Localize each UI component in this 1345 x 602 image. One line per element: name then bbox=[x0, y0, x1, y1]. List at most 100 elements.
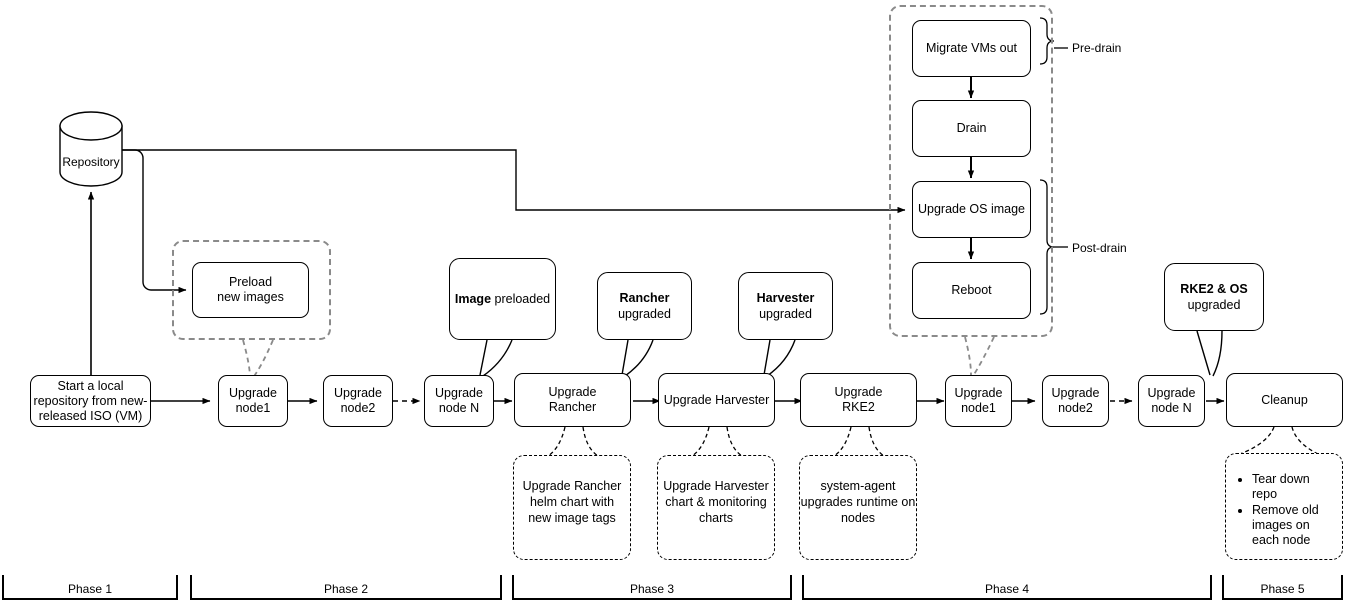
note-rancher-line-3: new image tags bbox=[528, 511, 616, 525]
start-line-2: repository from new- bbox=[33, 393, 148, 408]
repository-label: Repository bbox=[62, 155, 120, 169]
upgrade-node2-p2-line-1: Upgrade bbox=[334, 386, 382, 400]
upgrade-rke2-line-2: RKE2 bbox=[842, 400, 875, 414]
upgrade-os-image-box[interactable]: Upgrade OS image bbox=[912, 181, 1031, 238]
callout-harvester-rest: upgraded bbox=[759, 307, 812, 321]
note-harvester-line-2: chart & monitoring bbox=[665, 495, 767, 509]
phase-bar-5: Phase 5 bbox=[1222, 575, 1343, 600]
drain-box[interactable]: Drain bbox=[912, 100, 1031, 157]
reboot-box[interactable]: Reboot bbox=[912, 262, 1031, 319]
phase-bar-4: Phase 4 bbox=[802, 575, 1212, 600]
preload-new-images-box[interactable]: Preload new images bbox=[192, 262, 309, 318]
phase-bar-1-bracket bbox=[2, 575, 178, 600]
upgrade-nodeN-p2-line-1: Upgrade bbox=[435, 386, 483, 400]
upgrade-harvester-label: Upgrade Harvester bbox=[663, 392, 770, 407]
post-drain-label: Post-drain bbox=[1072, 241, 1127, 255]
upgrade-node1-p2-line-2: node1 bbox=[235, 401, 271, 415]
callout-image-preloaded-rest: preloaded bbox=[491, 292, 551, 306]
repository-cylinder bbox=[59, 111, 123, 187]
tail-node-upgrade-group bbox=[964, 336, 995, 377]
drain-label: Drain bbox=[956, 121, 987, 135]
phase-bar-1: Phase 1 bbox=[2, 575, 178, 600]
callout-image-preloaded-bold: Image bbox=[454, 292, 492, 306]
phase-bar-4-bracket bbox=[802, 575, 1212, 600]
upgrade-node2-p4-line-1: Upgrade bbox=[1051, 386, 1100, 400]
upgrade-rke2-box[interactable]: Upgrade RKE2 bbox=[800, 373, 917, 427]
upgrade-node2-p4-box[interactable]: Upgrade node2 bbox=[1042, 375, 1109, 427]
upgrade-nodeN-p4-line-2: node N bbox=[1151, 401, 1192, 415]
note-rke2-line-3: nodes bbox=[840, 511, 876, 525]
cleanup-bullet-1: Tear down repo bbox=[1252, 472, 1336, 502]
note-harvester-line-1: Upgrade Harvester bbox=[663, 479, 769, 493]
upgrade-node1-p2-line-1: Upgrade bbox=[229, 386, 277, 400]
cleanup-label: Cleanup bbox=[1261, 392, 1308, 407]
upgrade-rancher-line-1: Upgrade bbox=[548, 385, 597, 399]
preload-group-container bbox=[172, 240, 331, 340]
phase-2-label: Phase 2 bbox=[323, 581, 369, 596]
tail-preload-group bbox=[242, 339, 274, 380]
upgrade-harvester-box[interactable]: Upgrade Harvester bbox=[658, 373, 775, 427]
tail-rke2-os-upgraded bbox=[1196, 330, 1223, 377]
phase-5-label: Phase 5 bbox=[1260, 581, 1305, 596]
cleanup-bullet-list: Tear down repo Remove old images on each… bbox=[1226, 472, 1342, 548]
callout-harvester-upgraded: Harvester upgraded bbox=[738, 272, 833, 340]
callout-harvester-bold: Harvester bbox=[756, 291, 815, 305]
note-harvester: Upgrade Harvester chart & monitoring cha… bbox=[657, 455, 775, 560]
pre-drain-label: Pre-drain bbox=[1072, 41, 1122, 55]
note-cleanup: Tear down repo Remove old images on each… bbox=[1225, 453, 1343, 560]
tail-image-preloaded bbox=[479, 339, 513, 377]
upgrade-node2-p2-line-2: node2 bbox=[340, 401, 376, 415]
note-rke2-line-1: system-agent bbox=[820, 479, 896, 493]
phase-bar-5-bracket bbox=[1222, 575, 1343, 600]
upgrade-nodeN-p4-box[interactable]: Upgrade node N bbox=[1138, 375, 1205, 427]
tail-note-rancher bbox=[547, 426, 599, 457]
note-rancher-line-1: Upgrade Rancher bbox=[522, 479, 622, 493]
upgrade-node2-p4-line-2: node2 bbox=[1058, 401, 1093, 415]
phase-bar-2: Phase 2 bbox=[190, 575, 502, 600]
migrate-vms-out-box[interactable]: Migrate VMs out bbox=[912, 20, 1031, 77]
upgrade-node1-p4-line-1: Upgrade bbox=[954, 386, 1003, 400]
edge-repository-to-upgrade-os-image bbox=[122, 149, 906, 214]
note-rke2-line-2: upgrades runtime on bbox=[800, 495, 916, 509]
callout-rke2-os-upgraded: RKE2 & OS upgraded bbox=[1164, 263, 1264, 331]
note-rancher-line-2: helm chart with bbox=[529, 495, 615, 509]
pre-drain-brace bbox=[1039, 17, 1055, 65]
migrate-vms-out-label: Migrate VMs out bbox=[925, 41, 1017, 55]
phase-bar-3-bracket bbox=[512, 575, 792, 600]
node-upgrade-group-container bbox=[889, 5, 1053, 337]
upgrade-nodeN-p2-box[interactable]: Upgrade node N bbox=[424, 375, 494, 427]
upgrade-nodeN-p4-line-1: Upgrade bbox=[1147, 386, 1196, 400]
start-local-repo-box[interactable]: Start a local repository from new- relea… bbox=[30, 375, 151, 427]
upgrade-node1-p4-box[interactable]: Upgrade node1 bbox=[945, 375, 1012, 427]
reboot-label: Reboot bbox=[951, 283, 992, 297]
tail-note-harvester bbox=[691, 426, 743, 457]
upgrade-rancher-line-2: Rancher bbox=[548, 400, 597, 414]
tail-note-rke2 bbox=[833, 426, 885, 457]
note-harvester-line-3: charts bbox=[698, 511, 734, 525]
note-rancher: Upgrade Rancher helm chart with new imag… bbox=[513, 455, 631, 560]
tail-harvester-upgraded bbox=[763, 339, 796, 377]
phase-1-label: Phase 1 bbox=[67, 581, 113, 596]
note-rke2: system-agent upgrades runtime on nodes bbox=[799, 455, 917, 560]
tail-note-cleanup bbox=[1239, 426, 1319, 455]
phase-bar-2-bracket bbox=[190, 575, 502, 600]
upgrade-rancher-box[interactable]: Upgrade Rancher bbox=[514, 373, 631, 427]
cleanup-box[interactable]: Cleanup bbox=[1226, 373, 1343, 427]
upgrade-nodeN-p2-line-2: node N bbox=[438, 401, 480, 415]
cleanup-bullet-2: Remove old images on each node bbox=[1252, 503, 1336, 548]
preload-line-1: Preload bbox=[228, 275, 273, 289]
upgrade-rke2-line-1: Upgrade bbox=[834, 385, 883, 399]
phase-bar-3: Phase 3 bbox=[512, 575, 792, 600]
start-line-3: released ISO (VM) bbox=[38, 408, 143, 423]
upgrade-node1-p2-box[interactable]: Upgrade node1 bbox=[218, 375, 288, 427]
phase-3-label: Phase 3 bbox=[629, 581, 675, 596]
callout-rancher-bold: Rancher bbox=[619, 291, 670, 305]
upgrade-node1-p4-line-2: node1 bbox=[961, 401, 996, 415]
start-line-1: Start a local bbox=[57, 378, 124, 393]
phase-4-label: Phase 4 bbox=[984, 581, 1030, 596]
callout-rancher-rest: upgraded bbox=[618, 307, 671, 321]
upgrade-node2-p2-box[interactable]: Upgrade node2 bbox=[323, 375, 393, 427]
callout-rke2-bold: RKE2 & OS bbox=[1180, 282, 1248, 296]
